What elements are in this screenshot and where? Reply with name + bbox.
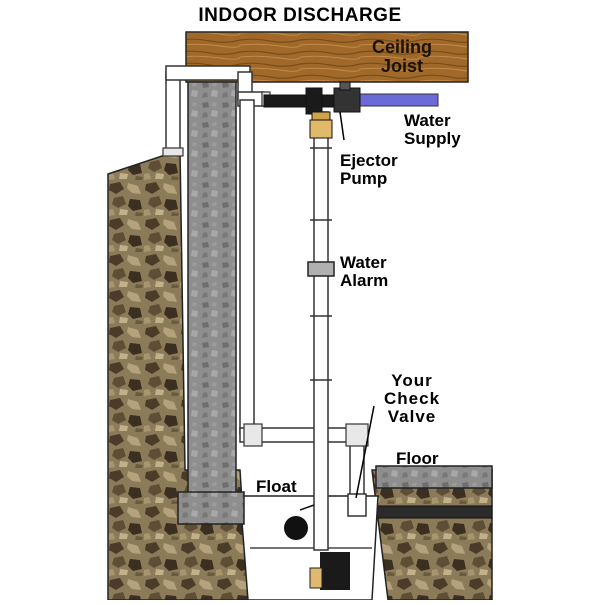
ejector-pump-label-line1: Ejector (340, 151, 398, 170)
soil-right (371, 469, 493, 601)
water-alarm-label-line2: Alarm (340, 270, 389, 290)
ejector-pump-label: Ejector Pump (340, 152, 398, 188)
ejector-pump (263, 81, 361, 139)
check-valve-label-line2: Check (384, 388, 441, 408)
water-supply-label-line1: Water (404, 111, 451, 130)
floor-slab (375, 465, 493, 489)
water-alarm-label: Water Alarm (340, 254, 388, 290)
check-valve-label-line1: Your (391, 371, 433, 390)
ejector-pump-label-line2: Pump (340, 168, 388, 188)
check-valve-label-line3: Valve (387, 406, 437, 426)
diagram-title: INDOOR DISCHARGE (198, 5, 402, 26)
check-valve-label: Your Check Valve (384, 372, 440, 426)
footing (177, 491, 245, 525)
foundation-wall (187, 77, 237, 499)
drain-line (375, 505, 493, 519)
pump-inlet (309, 567, 323, 589)
water-supply-label-line2: Supply (404, 128, 461, 148)
water-supply-label: Water Supply (404, 112, 461, 148)
water-supply-pipe (359, 93, 439, 107)
ceiling-joist-label-line2: Joist (381, 55, 424, 76)
float-label: Float (256, 477, 297, 496)
ceiling-joist-label: Ceiling Joist (372, 38, 432, 76)
leader-lines (339, 111, 375, 499)
sump-pump-body (320, 552, 350, 590)
water-alarm-label-line1: Water (340, 253, 387, 272)
ceiling-joist-label-line1: Ceiling (372, 37, 433, 57)
water-alarm (307, 261, 335, 277)
float (284, 516, 308, 540)
pipe-clips (310, 147, 332, 381)
floor-label: Floor (396, 449, 439, 468)
float-cord (299, 504, 315, 511)
